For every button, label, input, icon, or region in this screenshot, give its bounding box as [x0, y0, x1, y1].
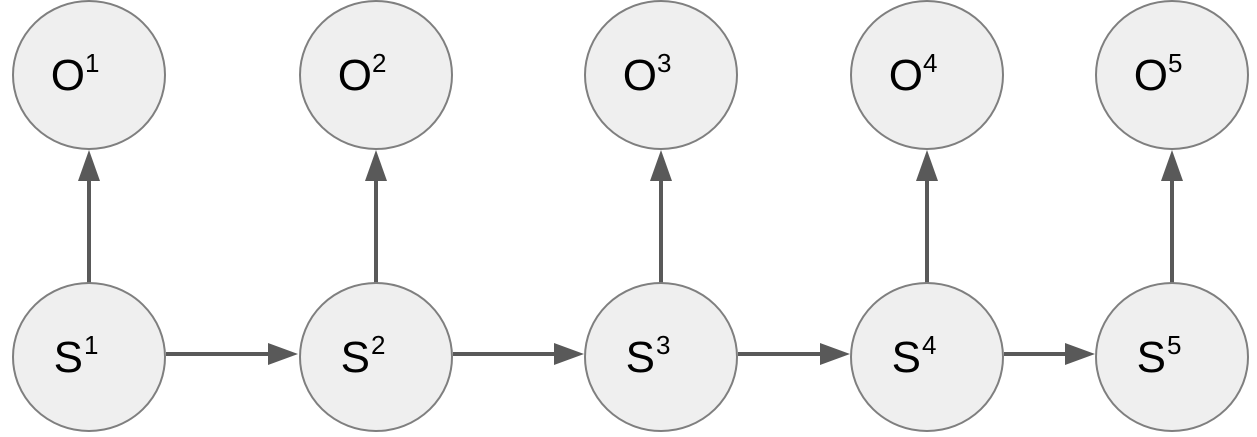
node-letter: O	[1134, 51, 1168, 100]
node-s2: S 2	[299, 282, 453, 432]
node-letter: S	[1137, 333, 1166, 382]
node-index: 2	[372, 48, 386, 78]
node-s4: S 4	[850, 282, 1004, 432]
state-nodes: S 1 S 2 S 3 S 4 S 5	[12, 282, 1249, 432]
edge-s2-s3	[453, 343, 584, 365]
node-index: 3	[656, 330, 670, 360]
observation-nodes: O 1 O 2 O 3 O 4 O 5	[12, 0, 1249, 150]
node-letter: S	[626, 333, 655, 382]
node-index: 4	[923, 48, 937, 78]
node-index: 5	[1168, 48, 1182, 78]
node-o2: O 2	[299, 0, 453, 150]
edge-s3-s4	[738, 343, 850, 365]
node-letter: O	[889, 51, 923, 100]
node-letter: O	[623, 51, 657, 100]
node-letter: S	[892, 333, 921, 382]
edge-s1-s2	[166, 343, 298, 365]
node-o5: O 5	[1095, 0, 1249, 150]
node-index: 5	[1167, 330, 1181, 360]
edge-s2-o2	[365, 150, 387, 284]
edges	[78, 150, 1183, 365]
edge-s4-s5	[1004, 343, 1095, 365]
node-letter: S	[54, 333, 83, 382]
node-letter: O	[338, 51, 372, 100]
edge-s5-o5	[1161, 150, 1183, 284]
node-s1: S 1	[12, 282, 166, 432]
node-index: 2	[371, 330, 385, 360]
node-o3: O 3	[584, 0, 738, 150]
node-s5: S 5	[1095, 282, 1249, 432]
node-s3: S 3	[584, 282, 738, 432]
node-o1: O 1	[12, 0, 166, 150]
node-letter: O	[51, 51, 85, 100]
node-letter: S	[341, 333, 370, 382]
node-index: 1	[84, 330, 98, 360]
edge-s1-o1	[78, 150, 100, 284]
node-index: 1	[85, 48, 99, 78]
edge-s4-o4	[916, 150, 938, 284]
node-index: 3	[657, 48, 671, 78]
node-o4: O 4	[850, 0, 1004, 150]
node-index: 4	[922, 330, 936, 360]
edge-s3-o3	[650, 150, 672, 284]
